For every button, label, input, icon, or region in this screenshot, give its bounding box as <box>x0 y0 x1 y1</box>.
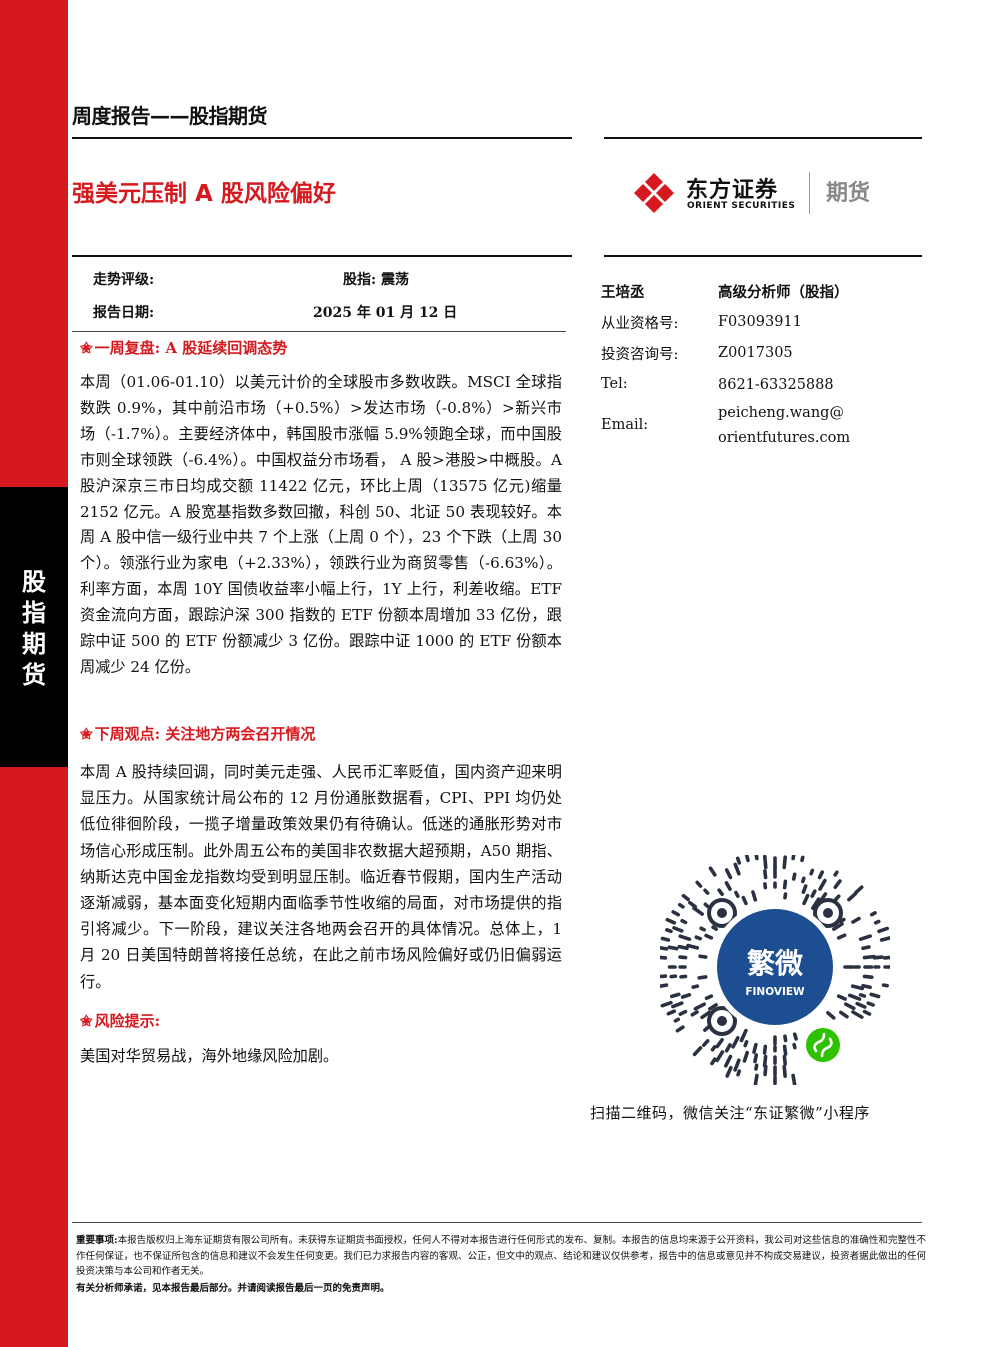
sidebar-char: 股 <box>22 568 46 596</box>
header-rule <box>72 137 572 139</box>
section-risk-title: ✬风险提示: <box>80 1012 161 1030</box>
date-label: 报告日期: <box>93 305 155 321</box>
section-risk-body: 美国对华贸易战，海外地缘风险加剧。 <box>80 1047 339 1065</box>
footer-rule <box>72 1222 922 1223</box>
analyst-role: 高级分析师（股指） <box>718 284 849 301</box>
email-value[interactable]: peicheng.wang@orientfutures.com <box>718 405 851 446</box>
qr-center-cn: 繁微 <box>747 947 803 980</box>
rating-value: 股指: 震荡 <box>343 272 410 288</box>
logo-suffix: 期货 <box>826 181 871 206</box>
email-label: Email: <box>601 417 649 433</box>
star-icon: ✬ <box>80 339 93 357</box>
disclaimer: 重要事项:本报告版权归上海东证期货有限公司所有。未获得东证期货书面授权，任何人不… <box>76 1233 926 1280</box>
sidebar-char: 期 <box>22 630 46 658</box>
report-type: 周度报告——股指期货 <box>72 104 268 128</box>
sidebar-char: 指 <box>22 599 46 627</box>
logo-divider <box>809 172 810 214</box>
section-outlook-title: ✬下周观点: 关注地方两会召开情况 <box>80 725 316 743</box>
sidebar-category-label: 股 指 期 货 <box>0 487 68 767</box>
report-title: 强美元压制 A 股风险偏好 <box>72 181 336 207</box>
cert-label: 从业资格号: <box>601 316 679 332</box>
rating-label: 走势评级: <box>93 272 155 288</box>
star-icon: ✬ <box>80 1012 93 1030</box>
orient-logo-icon <box>634 173 674 213</box>
tel-value: 8621-63325888 <box>718 377 834 393</box>
star-icon: ✬ <box>80 725 93 743</box>
section-review-body: 本周（01.06-01.10）以美元计价的全球股市多数收跌。MSCI 全球指数跌… <box>80 373 562 676</box>
analyst-rule-top <box>604 255 922 257</box>
logo-en-text: ORIENT SECURITIES <box>687 201 796 211</box>
header-rule-right <box>604 137 922 139</box>
wechat-miniprogram-qr-icon: 繁微 FINOVIEW <box>660 855 890 1085</box>
consult-label: 投资咨询号: <box>601 347 679 363</box>
sidebar-char: 货 <box>22 661 46 689</box>
cert-value: F03093911 <box>718 314 802 330</box>
consult-value: Z0017305 <box>718 345 793 361</box>
disclaimer-footer: 有关分析师承诺，见本报告最后部分。并请阅读报告最后一页的免责声明。 <box>76 1283 390 1294</box>
qr-caption: 扫描二维码，微信关注“东证繁微”小程序 <box>590 1104 870 1122</box>
disclaimer-label: 重要事项: <box>76 1235 118 1246</box>
qr-center-en: FINOVIEW <box>745 986 805 998</box>
meta-rule-top <box>72 255 572 257</box>
logo-cn-text: 东方证券 <box>686 178 779 203</box>
tel-label: Tel: <box>601 376 628 392</box>
analyst-name: 王培丞 <box>601 284 645 301</box>
section-outlook-body: 本周 A 股持续回调，同时美元走强、人民币汇率贬值，国内资产迎来明显压力。从国家… <box>80 763 562 991</box>
date-value: 2025 年 01 月 12 日 <box>313 305 458 321</box>
section-review-title: ✬一周复盘: A 股延续回调态势 <box>80 339 288 357</box>
company-logo: 东方证券 ORIENT SECURITIES 期货 <box>632 170 892 218</box>
meta-rule-bottom <box>72 331 566 332</box>
disclaimer-text: 本报告版权归上海东证期货有限公司所有。未获得东证期货书面授权，任何人不得对本报告… <box>76 1235 926 1278</box>
